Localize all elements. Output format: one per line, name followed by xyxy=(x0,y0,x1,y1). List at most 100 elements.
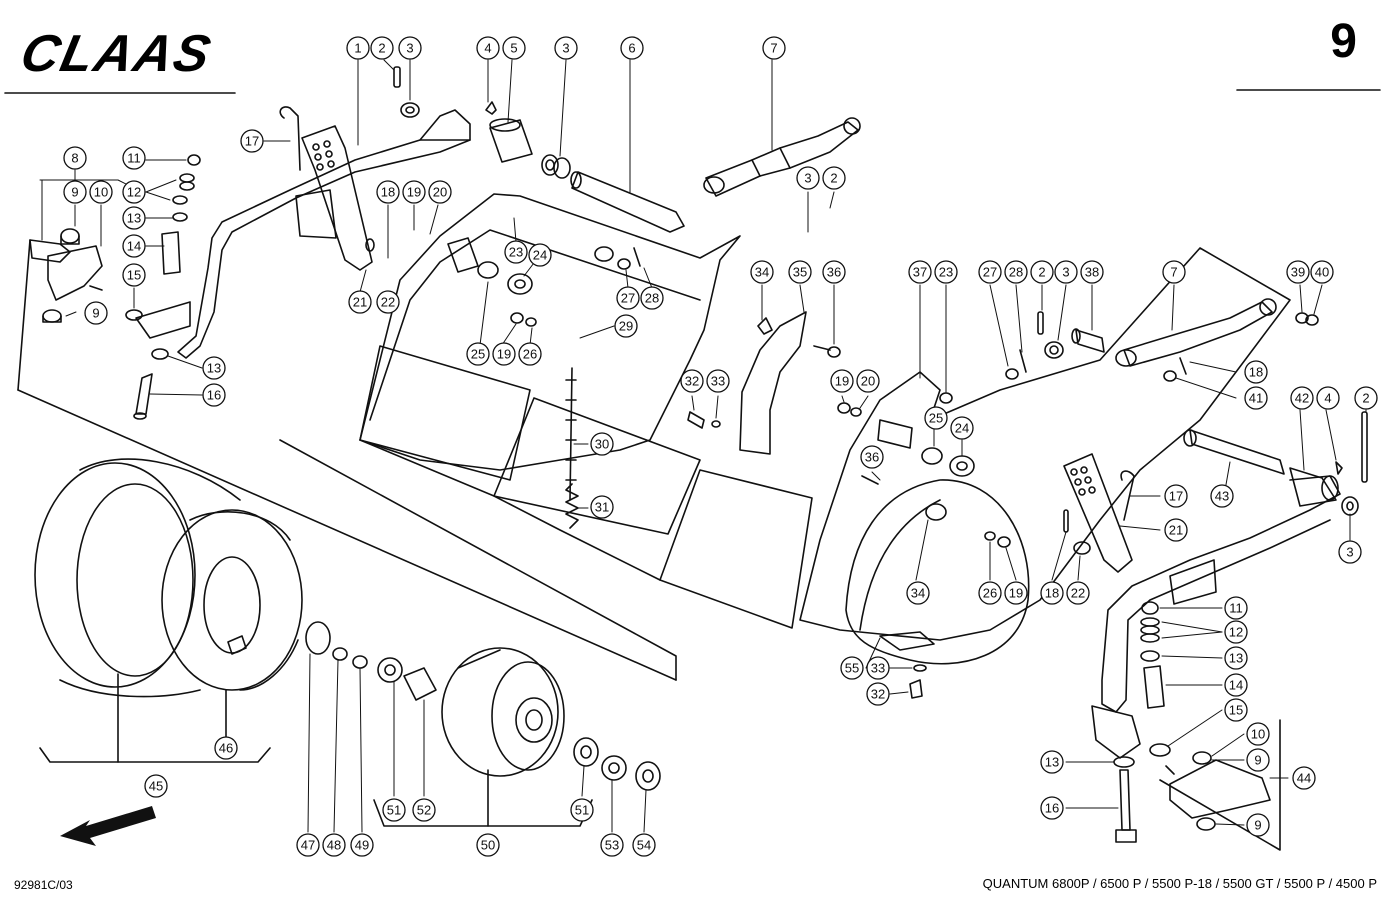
callout-33: 33 xyxy=(866,656,890,680)
callout-circle xyxy=(1004,260,1028,284)
callout-circle xyxy=(370,36,394,60)
callout-33: 33 xyxy=(706,369,730,393)
callout-label: 5 xyxy=(510,41,517,56)
callout-label: 25 xyxy=(471,347,485,362)
callout-label: 2 xyxy=(1038,265,1045,280)
callout-41: 41 xyxy=(1244,386,1268,410)
callout-label: 32 xyxy=(871,687,885,702)
callout-circle xyxy=(1310,260,1334,284)
callout-11: 11 xyxy=(122,146,146,170)
callout-49: 49 xyxy=(350,833,374,857)
callout-circle xyxy=(840,656,864,680)
callout-label: 2 xyxy=(830,171,837,186)
top-pins xyxy=(393,66,685,233)
callout-circle xyxy=(762,36,786,60)
callout-circle xyxy=(428,180,452,204)
leader-lines xyxy=(39,59,1367,833)
callout-circle xyxy=(822,166,846,190)
callout-19: 19 xyxy=(492,342,516,366)
callout-circle xyxy=(924,406,948,430)
callout-42: 42 xyxy=(1290,386,1314,410)
callout-label: 51 xyxy=(387,803,401,818)
callout-43: 43 xyxy=(1210,484,1234,508)
callout-label: 33 xyxy=(711,374,725,389)
callout-label: 24 xyxy=(955,421,969,436)
callout-51: 51 xyxy=(570,798,594,822)
callout-circle xyxy=(322,833,346,857)
bracket-50 xyxy=(373,799,593,827)
callout-label: 18 xyxy=(1045,586,1059,601)
callout-label: 3 xyxy=(804,171,811,186)
callout-circle xyxy=(1354,386,1378,410)
callout-circle xyxy=(1286,260,1310,284)
callout-label: 39 xyxy=(1291,265,1305,280)
callout-circle xyxy=(1040,581,1064,605)
callout-label: 31 xyxy=(595,500,609,515)
callout-40: 40 xyxy=(1310,260,1334,284)
callout-label: 34 xyxy=(911,586,925,601)
callout-circle xyxy=(1054,260,1078,284)
callout-label: 15 xyxy=(1229,703,1243,718)
callout-label: 30 xyxy=(595,437,609,452)
callout-18: 18 xyxy=(376,180,400,204)
callout-1: 1 xyxy=(346,36,370,60)
callout-circle xyxy=(1030,260,1054,284)
callout-circle xyxy=(1224,596,1248,620)
callout-circle xyxy=(830,369,854,393)
callout-16: 16 xyxy=(202,383,226,407)
callout-circle xyxy=(63,146,87,170)
callout-label: 19 xyxy=(835,374,849,389)
callout-7: 7 xyxy=(762,36,786,60)
callout-3: 3 xyxy=(398,36,422,60)
callout-3: 3 xyxy=(1338,540,1362,564)
callout-circle xyxy=(63,180,87,204)
callout-label: 24 xyxy=(533,248,547,263)
callout-circle xyxy=(528,243,552,267)
callout-14: 14 xyxy=(1224,673,1248,697)
callout-label: 3 xyxy=(1346,545,1353,560)
callout-17: 17 xyxy=(1164,484,1188,508)
callout-circle xyxy=(1224,620,1248,644)
callout-25: 25 xyxy=(466,342,490,366)
callout-circle xyxy=(616,286,640,310)
callout-label: 44 xyxy=(1297,771,1311,786)
callout-circle xyxy=(122,146,146,170)
callout-30: 30 xyxy=(590,432,614,456)
callout-label: 13 xyxy=(207,361,221,376)
callout-18: 18 xyxy=(1040,581,1064,605)
callout-2: 2 xyxy=(1030,260,1054,284)
callout-label: 45 xyxy=(149,779,163,794)
callout-circle xyxy=(202,356,226,380)
callout-50: 50 xyxy=(476,833,500,857)
hydraulic-cylinder-upper xyxy=(703,117,861,197)
callout-circle xyxy=(1080,260,1104,284)
callout-label: 13 xyxy=(127,211,141,226)
callout-label: 26 xyxy=(523,347,537,362)
callout-29: 29 xyxy=(614,314,638,338)
guide-line-2 xyxy=(17,389,677,681)
callout-label: 42 xyxy=(1295,391,1309,406)
callout-circle xyxy=(476,833,500,857)
callout-circle xyxy=(214,736,238,760)
callout-circle xyxy=(504,240,528,264)
callout-20: 20 xyxy=(428,180,452,204)
callout-23: 23 xyxy=(934,260,958,284)
callout-24: 24 xyxy=(528,243,552,267)
callout-circle xyxy=(796,166,820,190)
callout-13: 13 xyxy=(1040,750,1064,774)
callout-circle xyxy=(350,833,374,857)
callout-16: 16 xyxy=(1040,796,1064,820)
callout-label: 20 xyxy=(861,374,875,389)
callout-36: 36 xyxy=(822,260,846,284)
callout-circle xyxy=(554,36,578,60)
callout-circle xyxy=(822,260,846,284)
callout-label: 3 xyxy=(1062,265,1069,280)
callout-circle xyxy=(122,180,146,204)
document-reference: 92981C/03 xyxy=(14,878,73,892)
callout-label: 22 xyxy=(1071,586,1085,601)
callout-circle xyxy=(1224,646,1248,670)
callout-circle xyxy=(1244,360,1268,384)
callout-55: 55 xyxy=(840,656,864,680)
